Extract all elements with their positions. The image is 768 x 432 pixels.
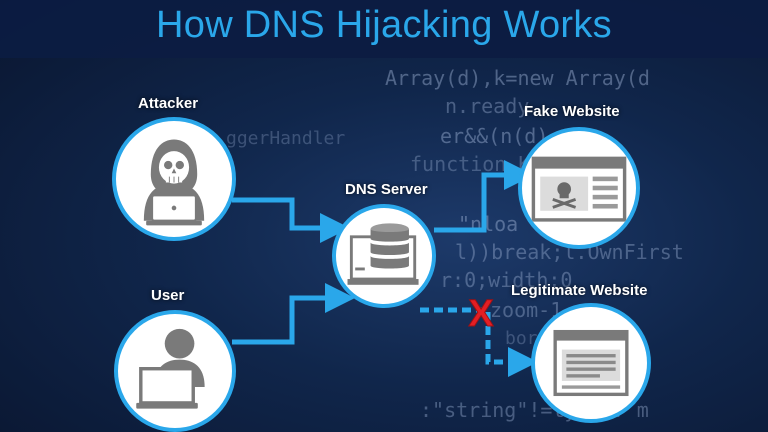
attacker-label: Attacker xyxy=(138,95,199,112)
title-bar xyxy=(0,0,768,58)
database-server-icon xyxy=(347,223,419,285)
user-label: User xyxy=(151,287,185,304)
dns-to-fake-website-arrow xyxy=(434,160,534,233)
fake-website-skull-icon xyxy=(531,156,627,222)
dns-to-legit-website-arrow xyxy=(420,307,538,377)
user-to-dns-arrow xyxy=(232,283,355,345)
fake-website-node xyxy=(518,127,640,249)
blocked-x-marker: X xyxy=(468,293,494,335)
attacker-node xyxy=(112,117,236,241)
hacker-skull-laptop-icon xyxy=(143,139,205,226)
fake-website-label: Fake Website xyxy=(524,103,620,120)
user-computer-icon xyxy=(136,328,205,409)
website-icon xyxy=(553,329,629,397)
dns-server-label: DNS Server xyxy=(345,181,428,198)
legit-website-node xyxy=(531,303,651,423)
diagram-title: How DNS Hijacking Works xyxy=(156,4,612,46)
user-node xyxy=(114,310,236,432)
attacker-to-dns-arrow xyxy=(232,197,350,243)
legit-website-label: Legitimate Website xyxy=(511,282,648,299)
dns-server-node xyxy=(332,204,436,308)
